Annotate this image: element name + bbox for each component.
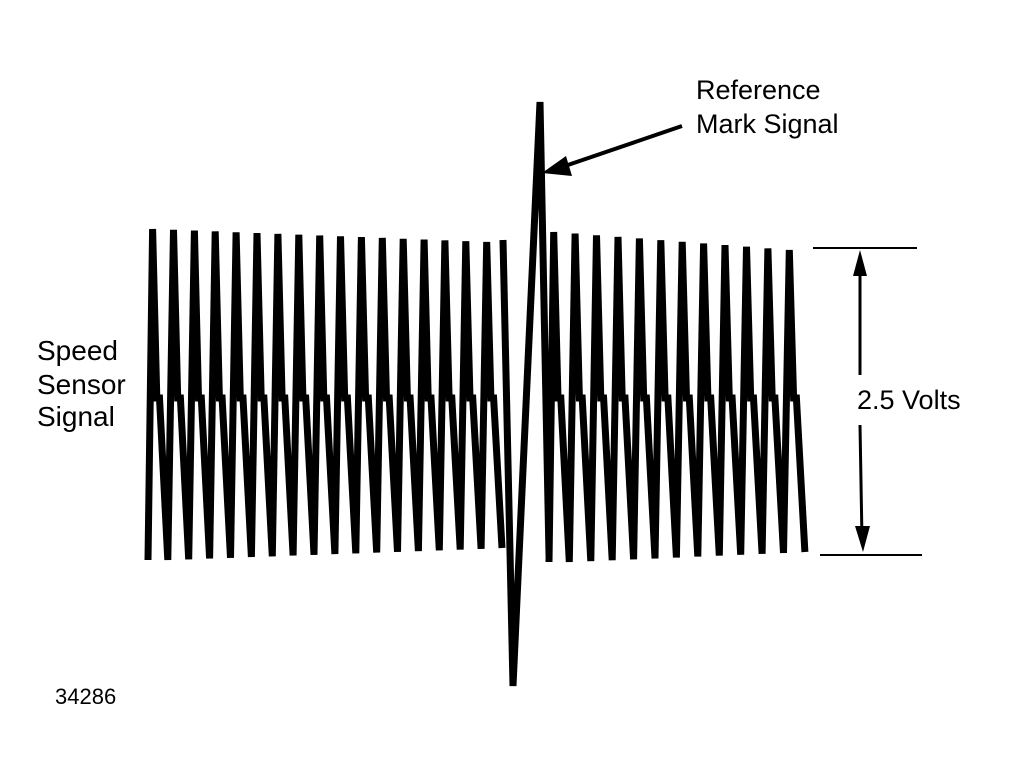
speed-sensor-waveform-left [144,228,506,561]
speed-sensor-waveform-right [545,231,809,563]
reference-label-line1: Reference [696,75,821,105]
dimension-down-arrowhead [855,526,870,552]
figure-number: 34286 [55,684,116,709]
dimension-up-arrowhead [853,250,867,276]
reference-mark-spike [499,101,553,687]
dimension-lower-shaft [858,424,864,541]
amplitude-dimension [813,247,922,556]
reference-leader-arrow [542,124,683,176]
speed-sensor-label-line2: Sensor [37,369,126,400]
reference-label-line2: Mark Signal [696,109,839,139]
speed-sensor-label-line1: Speed [37,335,118,366]
speed-sensor-label-line3: Signal [37,401,115,432]
amplitude-label: 2.5 Volts [857,385,961,415]
